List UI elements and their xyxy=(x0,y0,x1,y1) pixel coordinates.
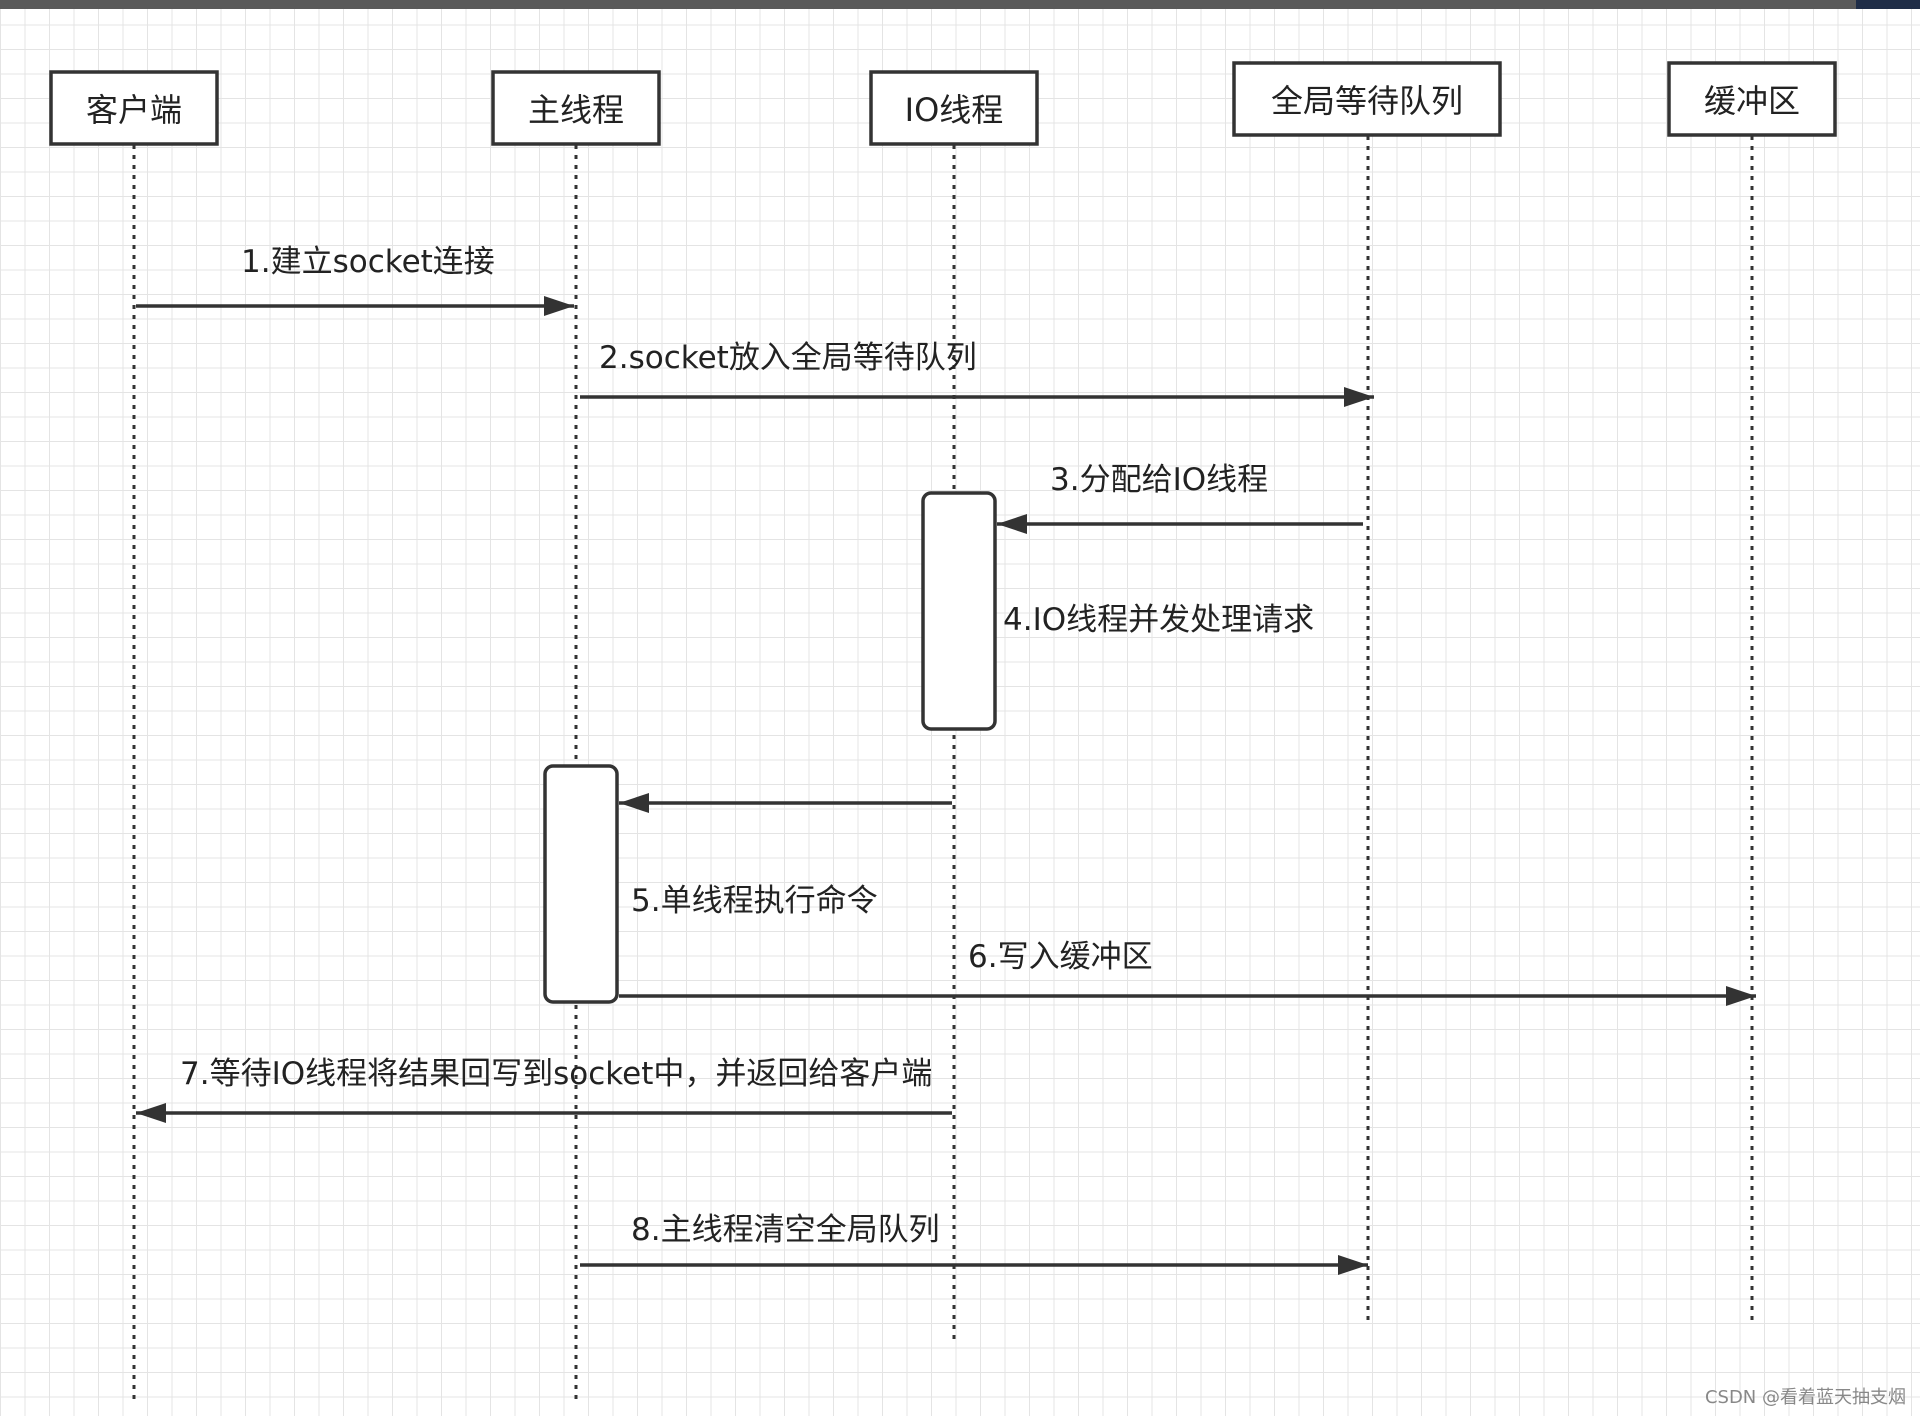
activation-main xyxy=(543,764,619,1004)
message-7-label: 7.等待IO线程将结果回写到socket中，并返回给客户端 xyxy=(180,1056,932,1092)
participant-io-label: IO线程 xyxy=(905,91,1004,129)
top-bar xyxy=(0,0,1920,9)
message-2-label: 2.socket放入全局等待队列 xyxy=(599,340,977,376)
message-1-label: 1.建立socket连接 xyxy=(241,244,495,280)
message-8-label: 8.主线程清空全局队列 xyxy=(631,1212,940,1248)
participant-main: 主线程 xyxy=(491,70,661,146)
participant-queue-label: 全局等待队列 xyxy=(1271,82,1463,120)
activation-io xyxy=(921,491,997,731)
participant-queue: 全局等待队列 xyxy=(1232,61,1502,137)
activation-main-label: 5.单线程执行命令 xyxy=(631,883,878,919)
watermark: CSDN @看着蓝天抽支烟 xyxy=(1705,1387,1906,1408)
participant-client-label: 客户端 xyxy=(86,91,182,129)
message-3-label: 3.分配给IO线程 xyxy=(1050,462,1268,498)
participant-buffer: 缓冲区 xyxy=(1667,61,1837,137)
participant-buffer-label: 缓冲区 xyxy=(1704,82,1800,120)
participant-client: 客户端 xyxy=(49,70,219,146)
activation-io-label: 4.IO线程并发处理请求 xyxy=(1003,602,1314,638)
participant-main-label: 主线程 xyxy=(528,91,624,129)
top-bar-corner xyxy=(1856,0,1920,9)
message-6-label: 6.写入缓冲区 xyxy=(968,939,1153,975)
participant-io: IO线程 xyxy=(869,70,1039,146)
